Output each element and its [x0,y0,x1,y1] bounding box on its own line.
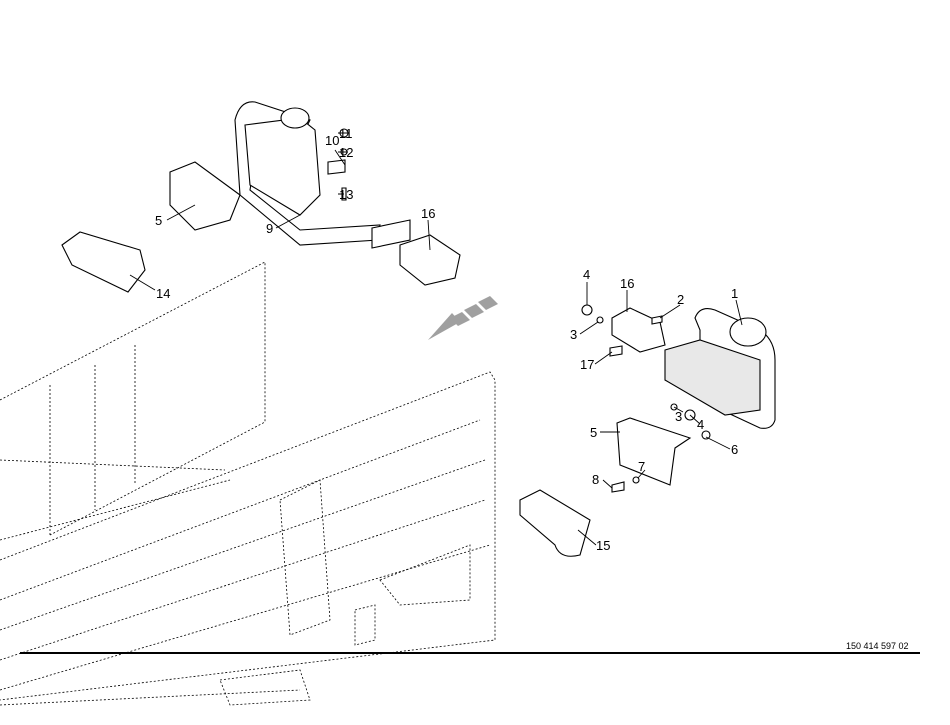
callout-3: 3 [675,409,682,424]
callout-17: 17 [580,357,594,372]
left-bracket-assembly [61,101,461,293]
callout-3: 3 [570,327,577,342]
callout-2: 2 [677,292,684,307]
callout-5: 5 [155,213,162,228]
callout-4: 4 [697,417,704,432]
callout-8: 8 [592,472,599,487]
document-number: 150 414 597 02 [846,641,909,651]
nut-6 [701,430,711,440]
callout-16: 16 [421,206,435,221]
bolt-2 [651,315,663,325]
right-bracket-assembly [519,304,776,557]
callout-9: 9 [266,221,273,236]
callout-14: 14 [156,286,170,301]
leader-lines [129,132,743,546]
cover-plate-5-right [616,417,692,486]
callout-7: 7 [638,459,645,474]
callout-16: 16 [620,276,634,291]
bolt-17 [609,345,623,357]
callout-13: 13 [339,187,353,202]
cover-plate-5-left [169,161,241,231]
bolt-8 [611,481,625,493]
callout-5: 5 [590,425,597,440]
callout-labels: 11 10 12 13 5 9 16 14 4 16 2 1 3 17 3 4 … [155,126,738,553]
washer-3 [596,316,604,324]
washer-7 [632,476,640,484]
plate-10 [327,159,346,175]
callout-15: 15 [596,538,610,553]
callout-12: 12 [339,145,353,160]
cover-15 [519,489,591,557]
callout-11: 11 [339,126,353,141]
cover-14 [61,231,146,293]
callout-10: 10 [325,133,339,148]
nut-4 [581,304,593,316]
callout-4: 4 [583,267,590,282]
truck-bed [0,261,496,706]
mount-box-1 [664,339,761,416]
direction-arrow [428,296,498,340]
bracket-16-left [399,234,461,286]
callout-6: 6 [731,442,738,457]
bracket-16-right [611,307,666,353]
callout-1: 1 [731,286,738,301]
